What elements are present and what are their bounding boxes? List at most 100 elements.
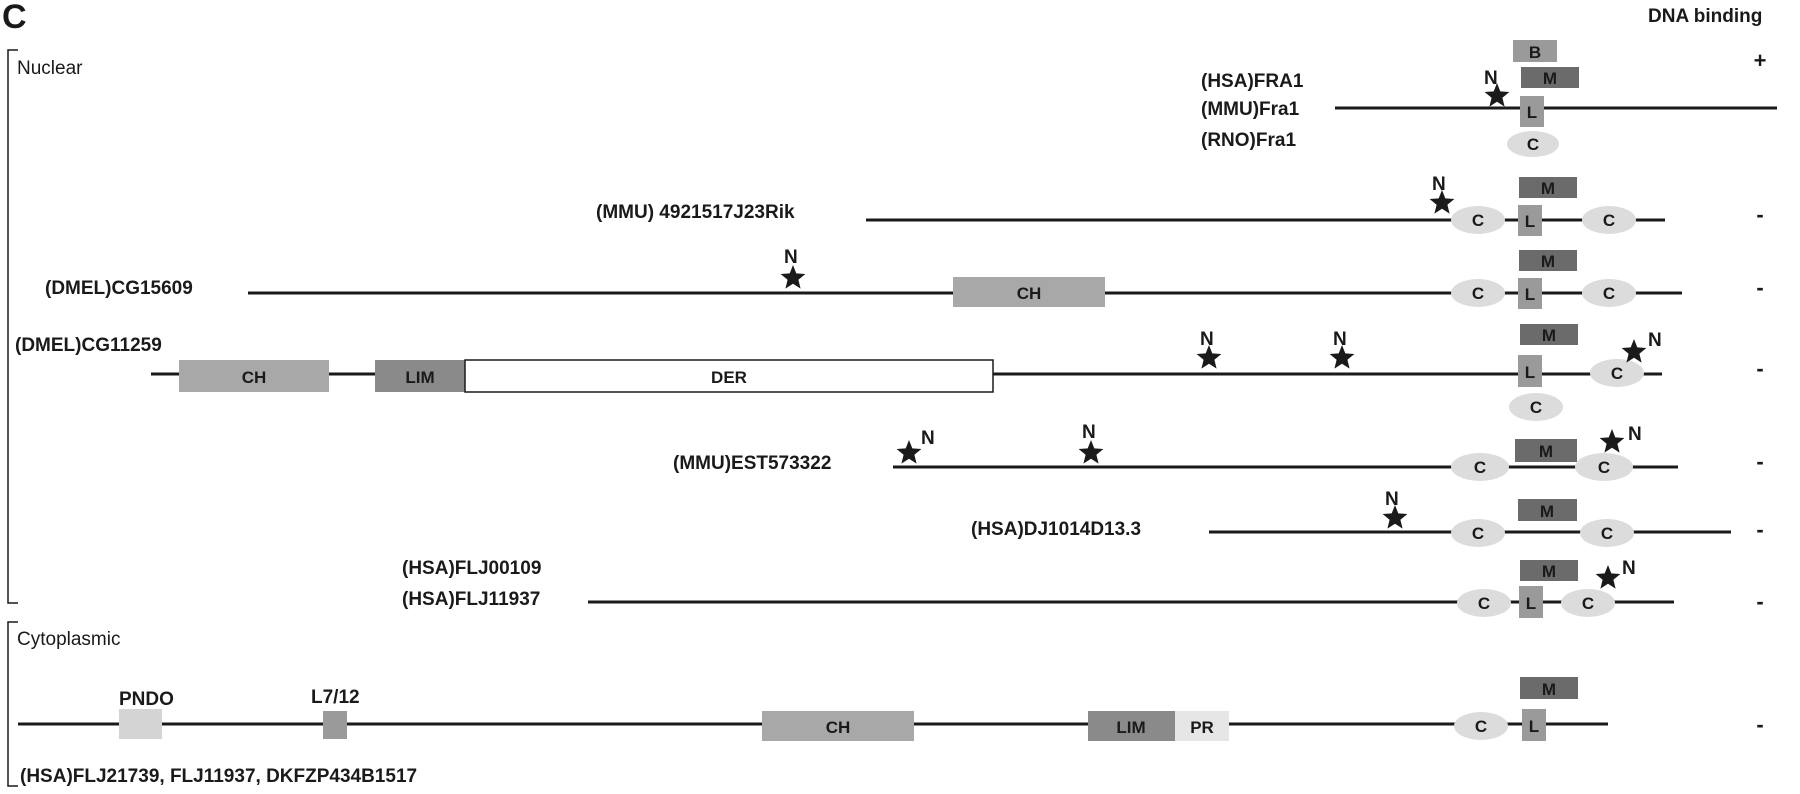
star-icon xyxy=(1196,345,1222,369)
domain-pr-label: PR xyxy=(1190,718,1214,737)
domain-pr-box xyxy=(1175,711,1229,741)
panel-letter: C xyxy=(2,0,27,36)
domain-m-box xyxy=(1520,560,1578,581)
row-label: (HSA)FLJ11937 xyxy=(402,589,540,610)
star-icon xyxy=(1078,440,1104,464)
star-icon xyxy=(1621,339,1647,363)
domain-pndo-label: PNDO xyxy=(119,689,174,710)
dna-binding-value: - xyxy=(1756,449,1763,474)
star-icon xyxy=(1599,429,1625,453)
domain-c-oval xyxy=(1451,206,1505,234)
domain-c-label: C xyxy=(1475,717,1487,736)
domain-c-label: C xyxy=(1527,135,1539,154)
domain-lim-box xyxy=(1088,711,1175,741)
domain-c-oval xyxy=(1580,519,1634,547)
domain-lim-label: LIM xyxy=(405,368,434,387)
domain-c-label: C xyxy=(1603,211,1615,230)
dna-binding-value: - xyxy=(1756,202,1763,227)
domain-l-box xyxy=(1518,205,1542,236)
domain-l-label: L xyxy=(1525,285,1535,304)
site-n-label: N xyxy=(1385,489,1399,510)
domain-c-label: C xyxy=(1472,211,1484,230)
star-icon xyxy=(1329,345,1355,369)
domain-m-box xyxy=(1521,67,1579,88)
domain-lim-box xyxy=(375,360,465,392)
domain-der-box xyxy=(464,359,994,393)
row-label: (MMU)EST573322 xyxy=(673,453,831,474)
domain-c-label: C xyxy=(1472,284,1484,303)
domain-c-label: C xyxy=(1530,398,1542,417)
dna-binding-value: - xyxy=(1756,517,1763,542)
domain-lim-label: LIM xyxy=(1116,718,1145,737)
site-n-label: N xyxy=(1648,330,1662,351)
row-cg11259: (DMEL)CG11259 CH LIM DER M L C C N N N - xyxy=(15,324,1764,421)
dna-binding-value: - xyxy=(1756,712,1763,737)
domain-l-label: L xyxy=(1525,212,1535,231)
domain-m-label: M xyxy=(1540,502,1554,521)
row-flj21739: PNDO L7/12 CH LIM PR M C L (HSA)FLJ21739… xyxy=(18,677,1764,787)
row-4921517j23rik: (MMU) 4921517J23Rik M C L C N - xyxy=(596,174,1764,236)
star-icon xyxy=(1429,190,1455,214)
domain-c-label: C xyxy=(1611,364,1623,383)
row-label: (HSA)FLJ21739, FLJ11937, DKFZP434B1517 xyxy=(20,766,417,787)
domain-ch-box xyxy=(762,711,914,741)
site-n-label: N xyxy=(921,428,935,449)
domain-b-label: B xyxy=(1529,43,1541,62)
domain-ch-label: CH xyxy=(242,368,267,387)
dna-binding-value: - xyxy=(1756,589,1763,614)
domain-ch-box xyxy=(953,277,1105,307)
domain-l712-label: L7/12 xyxy=(311,687,360,708)
domain-c-oval xyxy=(1582,206,1636,234)
domain-der-label: DER xyxy=(711,368,747,387)
domain-c-label: C xyxy=(1474,458,1486,477)
row-label: (MMU)Fra1 xyxy=(1201,99,1300,120)
domain-c-oval xyxy=(1451,519,1505,547)
domain-c-oval xyxy=(1575,453,1633,481)
site-n-label: N xyxy=(1628,424,1642,445)
star-icon xyxy=(1382,505,1408,529)
domain-c-label: C xyxy=(1472,524,1484,543)
site-n-label: N xyxy=(1200,329,1214,350)
row-flj00109: (HSA)FLJ00109 (HSA)FLJ11937 M C L C N - xyxy=(402,558,1764,618)
domain-c-oval xyxy=(1457,589,1511,617)
domain-m-box xyxy=(1518,499,1577,521)
row-label: (DMEL)CG15609 xyxy=(45,278,193,299)
site-n-label: N xyxy=(1082,422,1096,443)
domain-l-label: L xyxy=(1529,717,1539,736)
domain-c-label: C xyxy=(1598,458,1610,477)
row-fra1: (HSA)FRA1 (MMU)Fra1 (RNO)Fra1 B M L C N … xyxy=(1201,40,1777,157)
star-icon xyxy=(896,440,922,464)
domain-l-box xyxy=(1518,278,1542,309)
dna-binding-value: + xyxy=(1754,48,1767,73)
dna-binding-value: - xyxy=(1756,356,1763,381)
domain-m-box xyxy=(1515,439,1577,462)
domain-m-box xyxy=(1519,250,1577,271)
domain-m-label: M xyxy=(1543,69,1557,88)
domain-m-label: M xyxy=(1542,562,1556,581)
domain-c-label: C xyxy=(1603,284,1615,303)
star-icon xyxy=(1595,565,1621,589)
domain-l-label: L xyxy=(1526,594,1536,613)
domain-c-oval xyxy=(1582,279,1636,307)
star-icon xyxy=(780,265,806,289)
site-n-label: N xyxy=(1333,329,1347,350)
domain-m-label: M xyxy=(1539,442,1553,461)
star-icon xyxy=(1484,83,1510,107)
domain-l-box xyxy=(1522,709,1546,741)
domain-c-label: C xyxy=(1582,594,1594,613)
domain-m-label: M xyxy=(1542,326,1556,345)
domain-l-box xyxy=(1518,355,1542,387)
row-label: (HSA)FLJ00109 xyxy=(402,558,541,579)
domain-l712-box xyxy=(323,711,347,739)
domain-m-box xyxy=(1519,177,1577,198)
domain-c-oval xyxy=(1561,589,1615,617)
domain-l-box xyxy=(1520,96,1544,127)
row-label: (RNO)Fra1 xyxy=(1201,130,1296,151)
domain-l-label: L xyxy=(1525,363,1535,382)
domain-c-oval xyxy=(1454,712,1508,740)
row-est573322: (MMU)EST573322 M C C N N N - xyxy=(673,422,1764,481)
row-label: (HSA)DJ1014D13.3 xyxy=(971,519,1141,540)
row-cg15609: (DMEL)CG15609 CH M C L C N - xyxy=(45,247,1764,309)
site-n-label: N xyxy=(1622,558,1636,579)
